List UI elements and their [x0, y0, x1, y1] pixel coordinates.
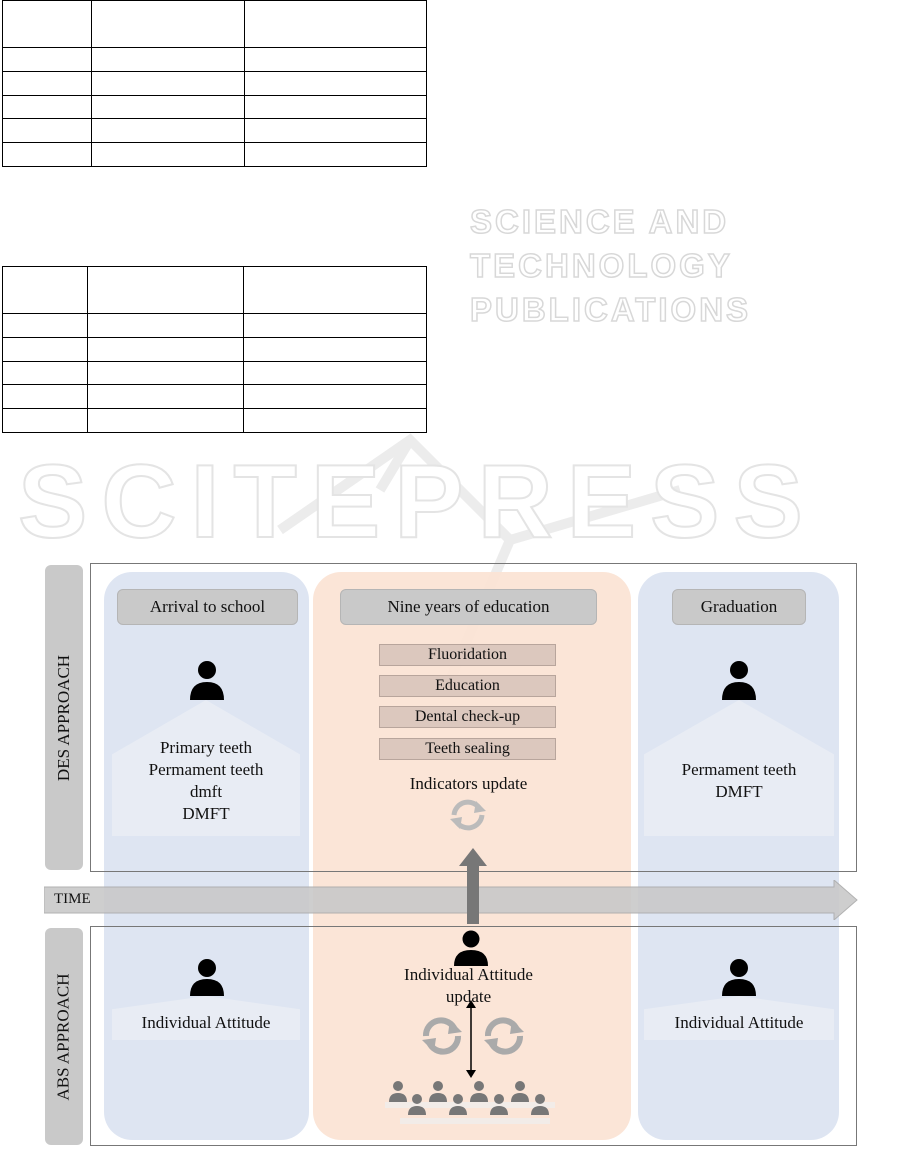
- population-icon: [385, 1081, 555, 1124]
- indicator: DMFT: [182, 804, 230, 823]
- time-arrow: [44, 880, 858, 920]
- intervention-dental-checkup: Dental check-up: [379, 706, 556, 728]
- abs-frame: [90, 926, 857, 1146]
- indicator: dmft: [189, 782, 223, 801]
- double-arrow: [466, 1000, 476, 1078]
- indicator: Primary teeth: [159, 738, 253, 757]
- intervention-fluoridation: Fluoridation: [379, 644, 556, 666]
- indicator: DMFT: [715, 782, 763, 801]
- des-approach-text: DES APPROACH: [54, 654, 73, 781]
- abs-approach-label: ABS APPROACH: [45, 928, 83, 1145]
- up-arrow: [459, 848, 487, 924]
- watermark-tagline: SCIENCE AND TECHNOLOGY PUBLICATIONS: [469, 202, 752, 329]
- attitude-update-line: update: [445, 987, 492, 1006]
- refresh-icon: [484, 1017, 524, 1055]
- refresh-icon: [422, 1017, 462, 1055]
- des-approach-label: DES APPROACH: [45, 565, 83, 870]
- education-header: Nine years of education: [340, 589, 597, 625]
- arrival-attitude-text: Individual Attitude: [141, 1013, 271, 1032]
- indicator: Permament teeth: [681, 760, 797, 779]
- arrival-indicators: Primary teeth Permament teeth dmft DMFT: [112, 737, 300, 825]
- refresh-icon: [450, 799, 486, 831]
- indicator: Permament teeth: [148, 760, 264, 779]
- person-icon: [722, 959, 756, 996]
- person-icon: [190, 959, 224, 996]
- attitude-update-line: Individual Attitude: [404, 965, 533, 984]
- indicators-update-text: Indicators update: [409, 774, 528, 793]
- graduation-indicators: Permament teeth DMFT: [644, 759, 834, 803]
- graduation-header: Graduation: [672, 589, 806, 625]
- table-1: [2, 0, 427, 167]
- arrival-header: Arrival to school: [117, 589, 298, 625]
- abs-approach-text: ABS APPROACH: [54, 972, 74, 1101]
- intervention-teeth-sealing: Teeth sealing: [379, 738, 556, 760]
- intervention-education: Education: [379, 675, 556, 697]
- table-2: [2, 266, 427, 433]
- person-icon: [454, 930, 488, 966]
- person-icon: [722, 661, 756, 700]
- attitude-update-text: Individual Attitude update: [340, 964, 597, 1008]
- person-icon: [190, 661, 224, 700]
- time-label: TIME: [54, 891, 91, 907]
- graduation-attitude-text: Individual Attitude: [674, 1013, 804, 1032]
- watermark-brand: SCITEPRESS: [17, 444, 817, 560]
